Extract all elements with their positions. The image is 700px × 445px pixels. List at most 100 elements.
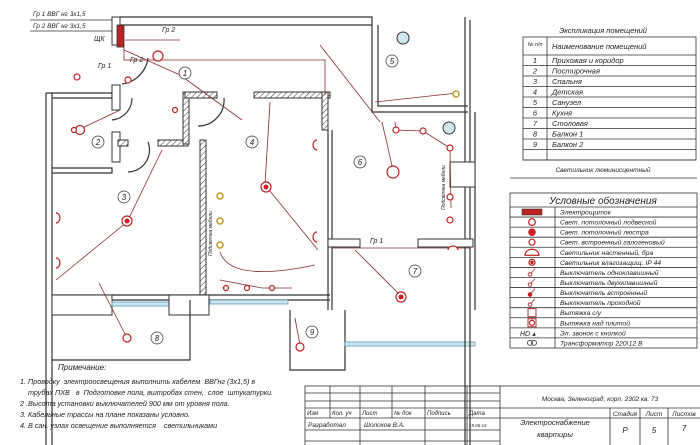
title-block-header: Лист — [361, 411, 377, 417]
developer-name: Шолохов В.А. — [364, 422, 405, 429]
furniture-light-label: Подсветка мебели — [208, 211, 214, 256]
exhaust-hood-icon — [442, 121, 456, 135]
svg-text:HD ▴: HD ▴ — [520, 331, 536, 338]
legend-label: Светильник настенный, бра — [560, 249, 653, 257]
pendant-lamp-icon — [386, 165, 400, 179]
legend-label: Свет. потолочный подвесной — [560, 219, 657, 227]
legend-label: Выключатель одноклавишный — [560, 269, 659, 277]
developed-label: Разработал — [308, 421, 346, 429]
room-number: 6 — [358, 158, 363, 167]
furniture-light-label: Подсветка мебели — [441, 165, 447, 210]
room-number: 5 — [390, 57, 395, 66]
chandelier-icon — [528, 228, 536, 236]
room-name-cell: Балкон 2 — [552, 140, 584, 149]
room-number: 4 — [250, 138, 255, 147]
group-cable-labels: Гр 1 ВВГ нг 3х1,5 Гр 2 ВВГ нг 3х1,5 ЩК — [30, 11, 115, 43]
title-block-header: № док — [394, 410, 413, 417]
drawing-title-line1: Электроснабжение — [520, 418, 590, 427]
room-number: 2 — [95, 138, 101, 147]
pendant-lamp-icon — [528, 218, 536, 226]
waterproof-lamp-icon — [528, 258, 536, 266]
notes-title: Примечание: — [58, 363, 106, 372]
room-num-cell: 9 — [533, 140, 538, 149]
note-line: 3. Кабельные трассы на плане показаны ус… — [20, 410, 190, 419]
legend-label: Выключатель встроенный — [560, 289, 647, 297]
legend-label: Свет. встроенный галогеновый — [560, 239, 665, 247]
cable-label-gr1: Гр 1 ВВГ нг 3х1,5 — [33, 11, 86, 18]
room-num-cell: 3 — [533, 77, 538, 86]
walls — [45, 16, 476, 445]
legend-label: Эл. звонок с кнопкой — [560, 329, 626, 337]
sheets-header: Листов — [671, 411, 696, 418]
note-line: трубах ПХВ в Подготовке пола, вштробах с… — [20, 388, 273, 397]
room-num-cell: 2 — [532, 67, 538, 76]
group-labels: Гр 2 Гр 1 Гр 2 Гр 1 Подсветка мебели Под… — [98, 27, 447, 256]
legend-label: Трансформатор 220\12 В — [560, 340, 643, 347]
title-block-header: Изм — [307, 411, 318, 417]
legend-title: Условные обозначения — [548, 195, 657, 207]
address: Москва, Зеленоград, корп. 2302 кв. 73 — [542, 395, 659, 403]
transformer-icon — [527, 339, 537, 346]
sheet-value: 5 — [652, 426, 657, 435]
legend-label: Электрощиток — [560, 210, 612, 217]
switch-single-icon — [527, 268, 536, 277]
legend-label: Свет. потолочный люстра — [560, 229, 649, 237]
switch-passthrough-icon — [527, 298, 536, 307]
exhaust-hood-icon — [527, 318, 537, 328]
title-block: Изм Кол. уч Лист № док Подпись Дата Разработа… — [304, 385, 700, 445]
sheet-header: Лист — [645, 411, 663, 418]
wall-lamp-icon — [524, 248, 540, 256]
room-name-cell: Санузел — [552, 98, 582, 107]
note-line: 2 .Высота установки выключателей 900 мм … — [19, 399, 230, 408]
panel-label: ЩК — [94, 36, 105, 43]
title-block-header: Подпись — [427, 411, 451, 417]
fixtures — [55, 31, 460, 352]
doorbell-icon: HD ▴ — [520, 331, 536, 338]
legend-label: Выключатель проходной — [560, 299, 641, 307]
fluorescent-caption: Светильник люминисцентный — [555, 166, 650, 174]
col-num-header: № п/п — [527, 42, 542, 48]
pendant-lamp-icon — [152, 50, 164, 62]
explication-title: Экспликация помещений — [559, 26, 648, 35]
room-number: 9 — [310, 328, 315, 337]
room-number: 7 — [413, 267, 418, 276]
sheets-value: 7 — [682, 424, 687, 433]
room-num-cell: 7 — [533, 119, 538, 128]
room-num-cell: 6 — [533, 109, 538, 118]
electrical-panel — [116, 24, 125, 48]
group-label-gr1: Гр 1 — [98, 63, 111, 70]
room-num-cell: 4 — [533, 88, 537, 97]
exhaust-wc-icon — [527, 308, 537, 318]
room-name-cell: Постирочная — [552, 67, 600, 76]
room-name-cell: Балкон 1 — [552, 130, 583, 139]
room-name-cell: Кухня — [552, 109, 572, 118]
date-value: 15.06.14 — [469, 423, 487, 428]
note-line: 1. Проводку электроосвещения выполнить к… — [20, 377, 255, 386]
legend-label: Вытяжка с/у — [560, 310, 602, 317]
note-line: 4. В сан. узлах освещение выполняется св… — [20, 421, 217, 430]
title-block-header: Кол. уч — [332, 411, 352, 417]
room-num-cell: 1 — [533, 56, 537, 65]
room-name-cell: Столовая — [552, 119, 588, 128]
room-numbers: 1 2 3 4 5 6 7 8 9 — [91, 54, 422, 345]
room-name-cell: Спальня — [552, 77, 582, 86]
legend-label: Светильник влагозащищ. IP 44 — [560, 260, 661, 267]
panel-icon — [521, 208, 543, 216]
title-block-header: Дата — [468, 411, 485, 417]
halogen-lamp-icon — [528, 238, 536, 246]
group-label-gr2: Гр 2 — [130, 57, 143, 64]
switch-builtin-icon — [527, 288, 536, 297]
room-number: 1 — [183, 69, 187, 78]
room-number: 8 — [155, 334, 160, 343]
stage-header: Стадия — [613, 410, 638, 418]
drawing-title-line2: квартиры — [537, 430, 573, 439]
group-label-gr1: Гр 1 — [370, 238, 383, 245]
pendant-lamp-icon — [122, 333, 132, 343]
room-name-cell: Детская — [551, 88, 583, 97]
room-num-cell: 5 — [533, 98, 538, 107]
switch-double-icon — [527, 278, 536, 287]
room-number: 3 — [122, 193, 127, 202]
stage-value: Р — [622, 426, 628, 435]
